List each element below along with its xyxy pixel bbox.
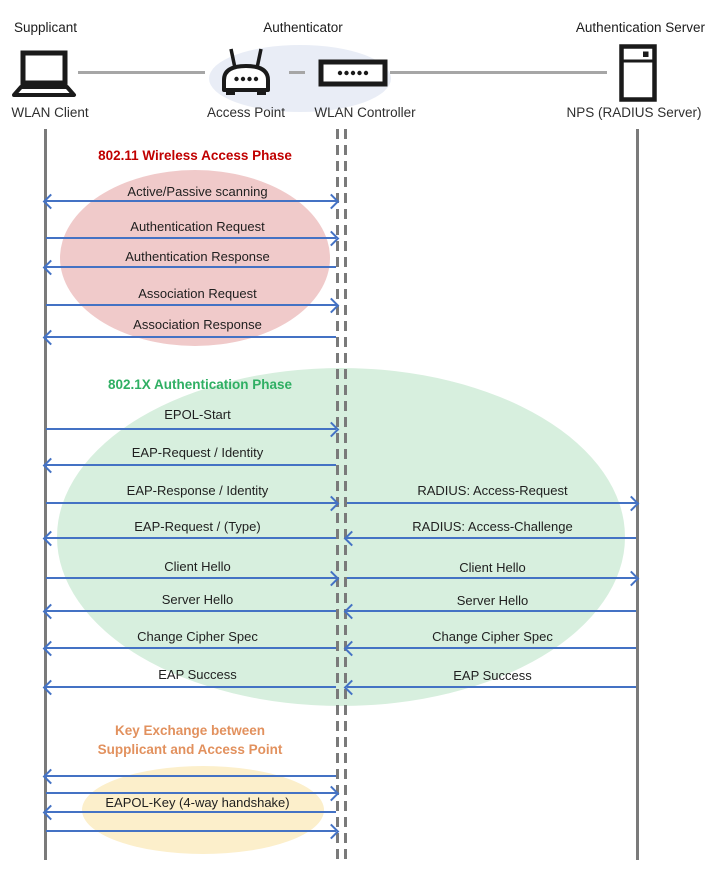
lifeline-nps-server [636,129,639,860]
arrow-client-hello-left [46,577,336,579]
arrow-eap-request-identity [46,464,336,466]
lifeline-wlan-client [44,129,47,860]
arrow-eap-request-type [46,537,336,539]
msg-label-scanning: Active/Passive scanning [127,184,268,199]
arrow-epol-start [46,428,336,430]
connector-client-ap [78,71,205,74]
msg-label-eap-success-left: EAP Success [158,667,237,682]
phase-title-80211: 802.11 Wireless Access Phase [98,148,292,163]
msg-label-eap-request-identity: EAP-Request / Identity [131,445,264,460]
msg-label-radius-access-challenge: RADIUS: Access-Challenge [412,519,573,534]
arrow-server-hello-left [46,610,336,612]
msg-label-change-cipher-left: Change Cipher Spec [137,629,258,644]
arrow-eap-success-right [347,686,636,688]
arrow-server-hello-right [347,610,636,612]
arrow-eapol-key-1 [46,775,336,777]
msg-label-eapol-key: EAPOL-Key (4-way handshake) [105,795,290,810]
arrow-client-hello-right [347,577,636,579]
msg-label-radius-access-request: RADIUS: Access-Request [417,483,568,498]
arrow-eap-success-left [46,686,336,688]
connector-controller-server [390,71,607,74]
lifeline-controller-right [344,129,347,860]
role-authentication-server: Authentication Server [575,20,705,35]
msg-label-auth-request: Authentication Request [130,219,265,234]
arrow-eap-response-identity [46,502,336,504]
msg-label-epol-start: EPOL-Start [164,407,231,422]
msg-label-change-cipher-right: Change Cipher Spec [432,629,553,644]
arrow-scanning [46,200,336,202]
msg-label-assoc-response: Association Response [133,317,262,332]
device-label-wlan-client: WLAN Client [11,105,89,120]
arrow-eapol-key-4 [46,830,336,832]
access-point-icon [214,46,278,98]
msg-label-assoc-request: Association Request [138,286,257,301]
phase-title-key-exchange: Key Exchange between Supplicant and Acce… [50,721,330,759]
arrow-auth-request [46,237,336,239]
arrow-change-cipher-right [347,647,636,649]
arrow-radius-access-challenge [347,537,636,539]
msg-label-eap-response-identity: EAP-Response / Identity [126,483,269,498]
arrow-radius-access-request [347,502,636,504]
device-label-wlan-controller: WLAN Controller [314,105,416,120]
arrow-change-cipher-left [46,647,336,649]
arrow-eapol-key-3 [46,811,336,813]
msg-label-eap-request-type: EAP-Request / (Type) [134,519,261,534]
arrow-eapol-key-2 [46,792,336,794]
phase-title-key-exchange-line2: Supplicant and Access Point [97,742,283,757]
laptop-icon [10,50,78,98]
role-authenticator: Authenticator [263,20,343,35]
msg-label-auth-response: Authentication Response [125,249,270,264]
msg-label-eap-success-right: EAP Success [453,668,532,683]
arrow-assoc-request [46,304,336,306]
device-label-nps-server: NPS (RADIUS Server) [566,105,702,120]
arrow-assoc-response [46,336,336,338]
role-supplicant: Supplicant [14,20,78,35]
phase-title-8021x: 802.1X Authentication Phase [107,377,293,392]
server-icon [619,44,657,102]
msg-label-server-hello-right: Server Hello [456,593,529,608]
device-label-access-point: Access Point [206,105,286,120]
msg-label-client-hello-left: Client Hello [164,559,231,574]
msg-label-server-hello-left: Server Hello [161,592,234,607]
connector-ap-controller [289,71,305,74]
lifeline-controller-left [336,129,339,860]
arrow-auth-response [46,266,336,268]
msg-label-client-hello-right: Client Hello [459,560,526,575]
phase-ellipse-key-exchange [82,766,324,854]
phase-title-key-exchange-line1: Key Exchange between [114,723,266,738]
wlan-controller-icon [318,59,388,87]
